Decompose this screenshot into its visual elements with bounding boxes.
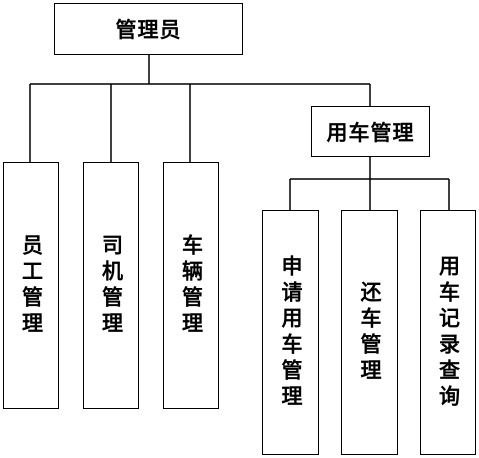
node-vehicle-management-label: 车辆管理: [179, 233, 204, 338]
node-apply-car-management-label: 申请用车管理: [279, 254, 303, 411]
node-car-usage-records-label: 用车记录查询: [436, 254, 461, 411]
node-car-usage-records: 用车记录查询: [420, 210, 476, 455]
node-driver-management-label: 司机管理: [99, 233, 124, 338]
node-car-usage-management-label: 用车管理: [326, 120, 415, 145]
node-car-usage-management: 用车管理: [311, 106, 430, 157]
node-return-car-management: 还车管理: [341, 210, 398, 455]
node-employee-management-label: 员工管理: [19, 233, 44, 338]
node-return-car-management-label: 还车管理: [358, 280, 382, 385]
node-driver-management: 司机管理: [83, 162, 139, 409]
node-vehicle-management: 车辆管理: [163, 162, 219, 409]
node-apply-car-management: 申请用车管理: [262, 210, 319, 455]
node-admin-label: 管理员: [115, 18, 182, 42]
node-employee-management: 员工管理: [3, 162, 59, 409]
node-admin: 管理员: [54, 3, 243, 55]
